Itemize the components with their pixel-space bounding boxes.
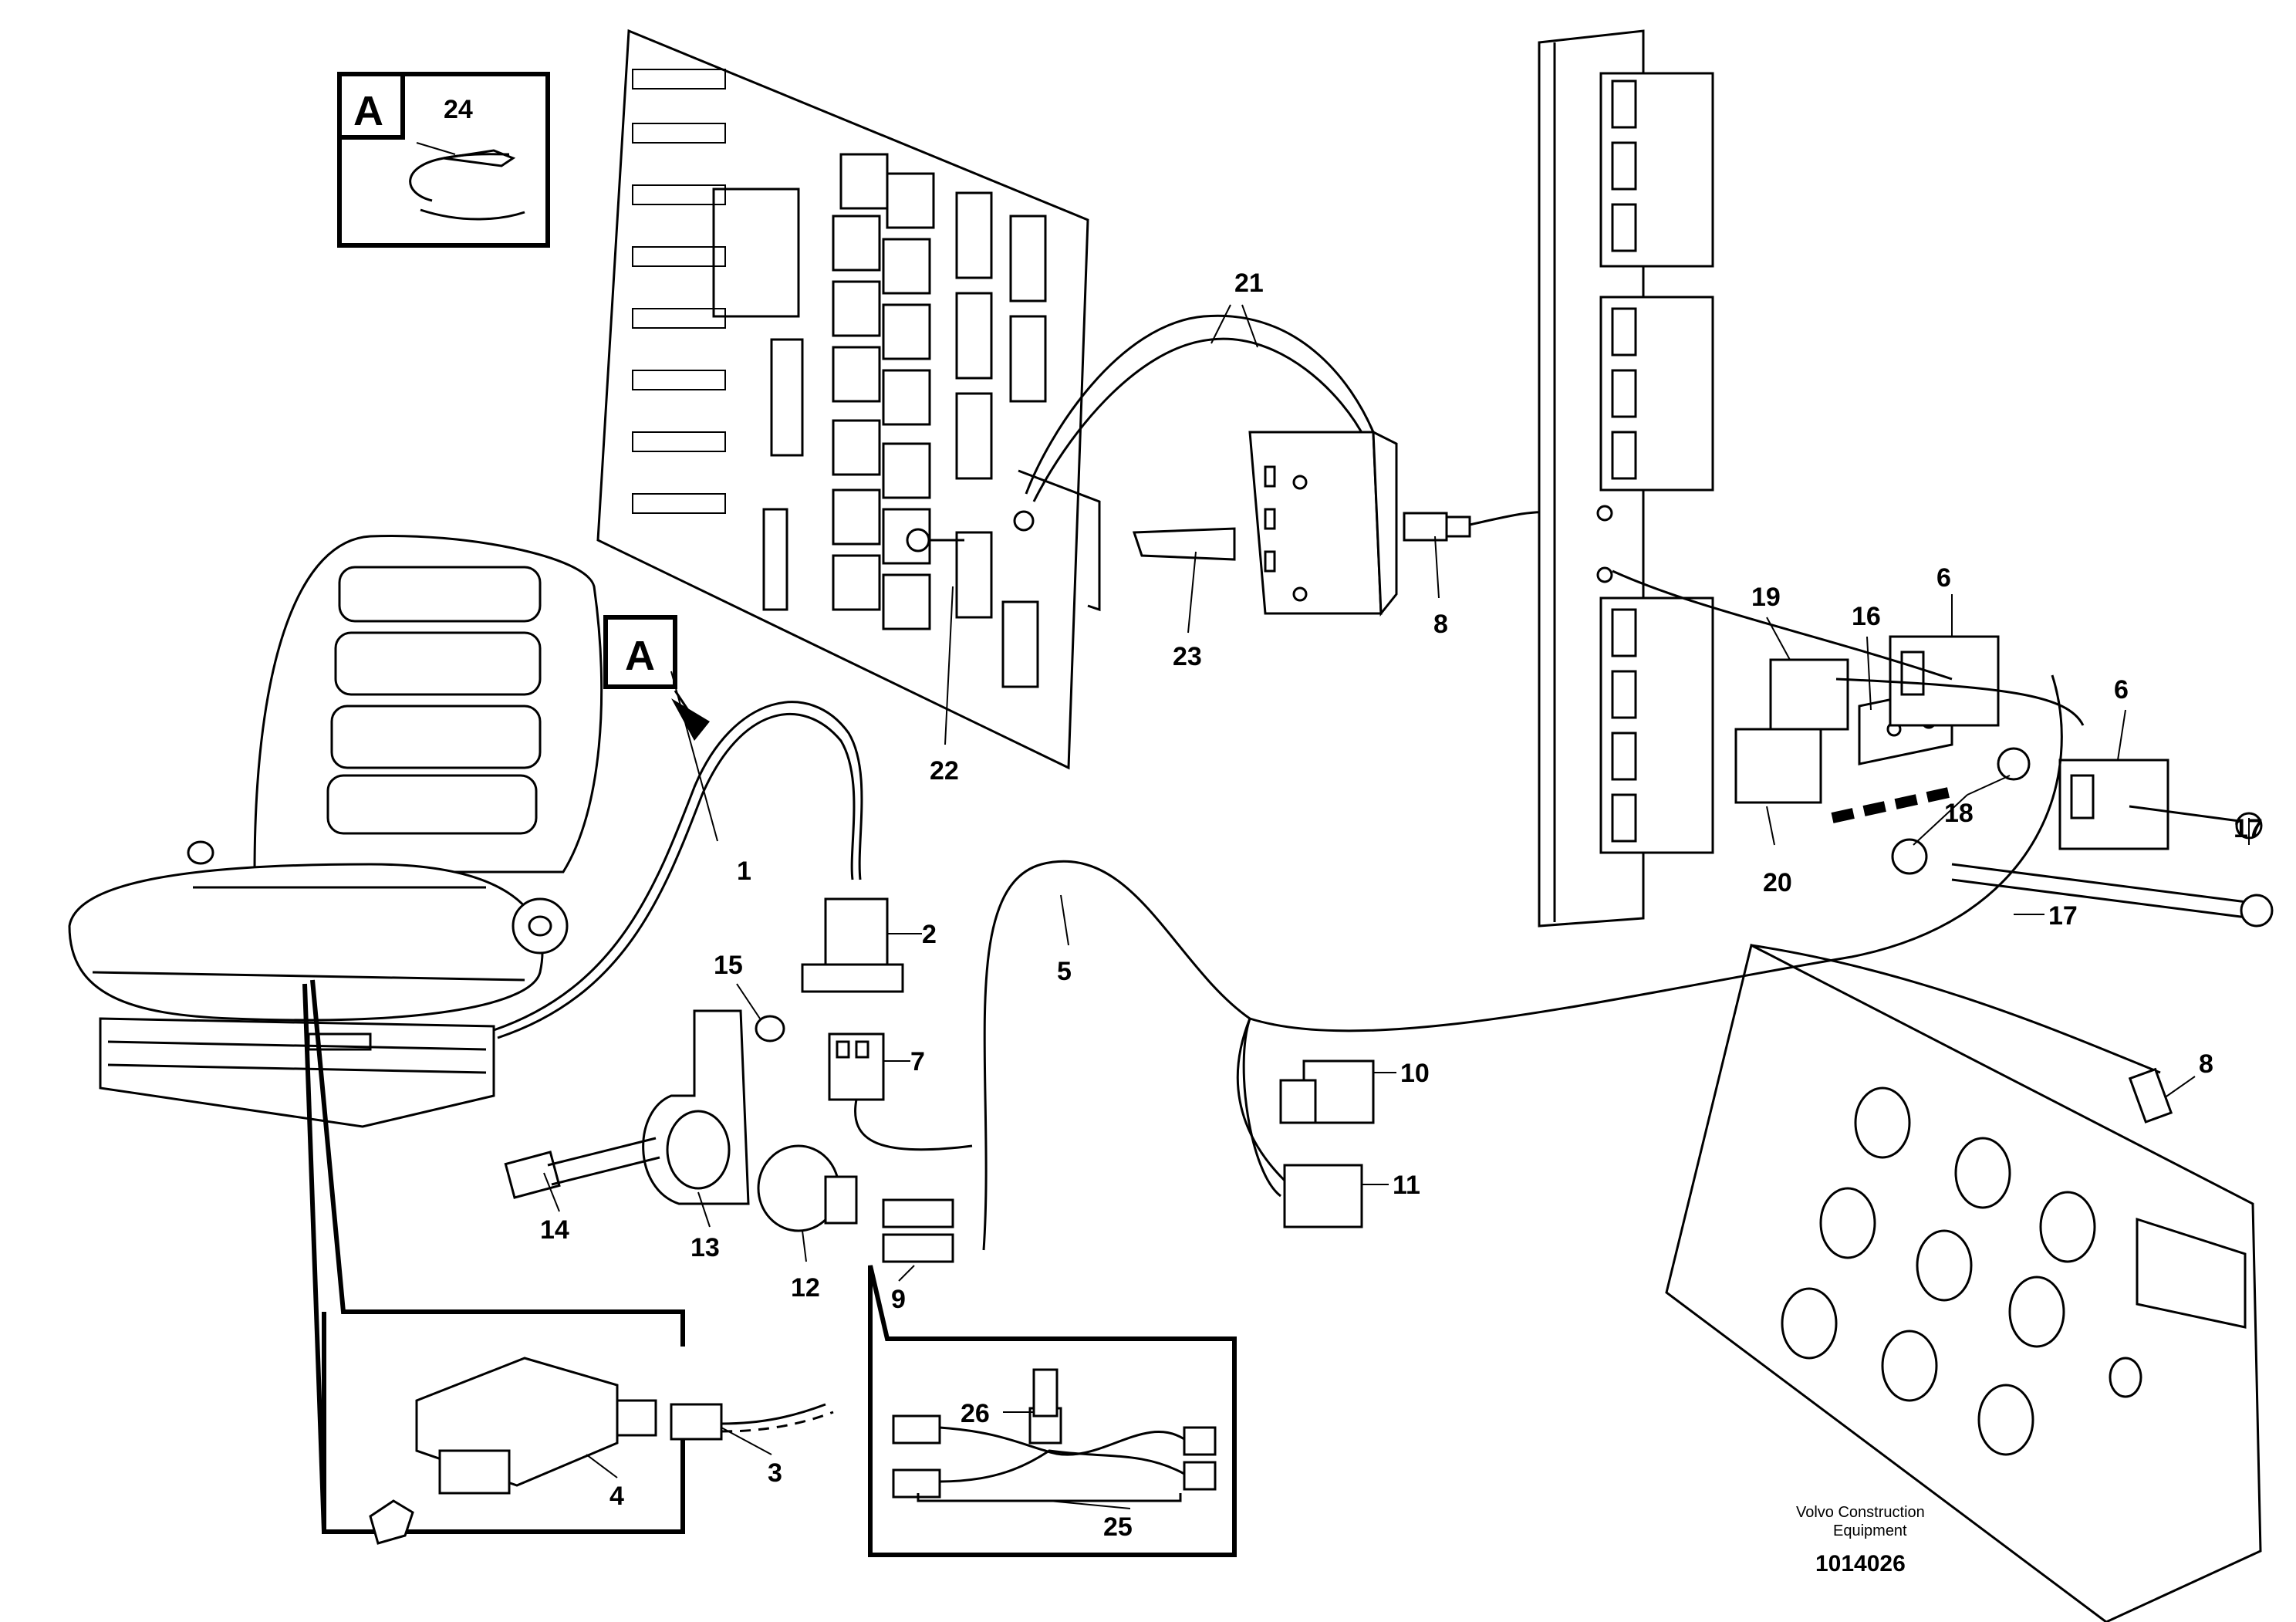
callout-24: 24	[444, 95, 473, 124]
dashboard-panel	[1665, 943, 2262, 1622]
callout-2: 2	[922, 920, 937, 949]
detail-box-switch	[302, 979, 834, 1545]
detail-letter-a: A	[353, 88, 383, 134]
callout-3: 3	[768, 1458, 782, 1488]
wire-5	[982, 569, 2161, 1251]
callout-25: 25	[1103, 1512, 1133, 1542]
callout-26: 26	[961, 1399, 990, 1428]
operator-seat	[68, 534, 603, 1128]
callout-13: 13	[690, 1233, 720, 1262]
callout-22: 22	[930, 756, 959, 786]
callout-10: 10	[1400, 1059, 1430, 1088]
callout-20: 20	[1763, 868, 1792, 897]
lower-components	[504, 897, 1375, 1263]
callout-16: 16	[1852, 602, 1881, 631]
wire-21	[1025, 314, 1375, 502]
connector-block	[1132, 430, 1398, 617]
callout-5: 5	[1057, 957, 1072, 986]
relay-grid	[712, 153, 1047, 688]
publisher-line-1: Volvo Construction	[1796, 1504, 1925, 1521]
callout-8-b: 8	[2199, 1049, 2213, 1079]
callout-19: 19	[1751, 583, 1781, 612]
callout-11: 11	[1393, 1171, 1420, 1200]
callout-23: 23	[1173, 642, 1202, 671]
connector-8-top	[1403, 511, 1551, 542]
detail-box-a: A	[337, 72, 550, 248]
publisher-line-2: Equipment	[1833, 1522, 1907, 1539]
callout-4: 4	[609, 1482, 624, 1511]
callout-8: 8	[1433, 610, 1448, 639]
leader-lines	[416, 142, 2250, 1509]
board-slots	[632, 69, 726, 514]
callout-6-b: 6	[2114, 675, 2129, 705]
callout-labels: 24 21 23 8 22 1 2 5 15 7 10 11 14 13 12 …	[444, 95, 2263, 1542]
detail-box-harness	[868, 1265, 1237, 1557]
callout-18: 18	[1944, 799, 1974, 828]
callout-14: 14	[540, 1215, 569, 1245]
callout-a: A	[603, 615, 710, 741]
callout-1: 1	[737, 857, 751, 886]
wire-1	[493, 701, 863, 1039]
callout-15: 15	[714, 951, 743, 980]
rail-relays	[1599, 72, 1714, 854]
relay-rail	[1538, 29, 1714, 928]
callout-17-b: 17	[2048, 901, 2078, 931]
callout-7: 7	[910, 1047, 925, 1076]
relays-right	[1734, 635, 2274, 928]
callout-12: 12	[791, 1273, 820, 1303]
callout-21: 21	[1234, 269, 1264, 298]
callout-6: 6	[1936, 563, 1951, 593]
figure-number: 1014026	[1815, 1551, 1906, 1576]
callout-a-letter: A	[625, 633, 655, 679]
callout-9: 9	[891, 1285, 906, 1314]
figure-credit: Volvo Construction Equipment 1014026	[1796, 1504, 1925, 1576]
callout-17: 17	[2234, 814, 2263, 843]
control-board	[596, 29, 1101, 770]
